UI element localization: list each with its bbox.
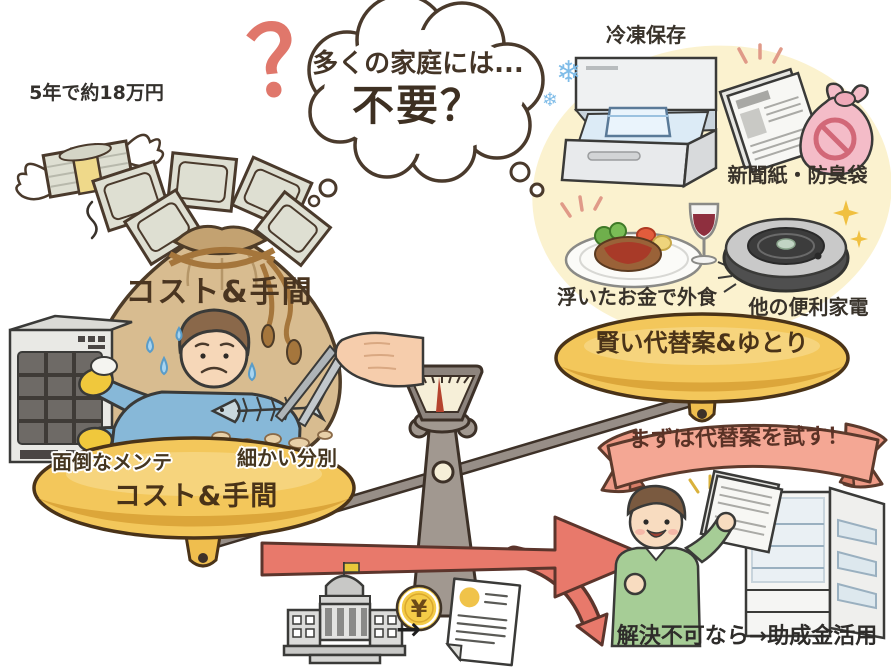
dishwasher-icon: [8, 314, 133, 464]
cost-pan: [32, 436, 356, 568]
snowflake-icon: ❄: [542, 89, 558, 111]
thought-bubble: [307, 0, 545, 208]
hand-tweezers-icon: [274, 331, 425, 428]
alternatives-pan-label: 賢い代替案&ゆとり: [595, 329, 809, 357]
ribbon-label: まずは代替案を試す！: [628, 424, 850, 453]
subsidy-document-icon: [445, 577, 522, 667]
five-year-cost-label: 5年で約18万円: [29, 82, 164, 104]
thought-line2: 不要？: [351, 81, 484, 130]
alternatives-pan: [554, 312, 850, 423]
newspaper-deodorbag-icon: [718, 43, 874, 176]
newspaper-bag-label: 新聞紙・防臭袋: [727, 163, 868, 187]
government-building-icon: [282, 562, 407, 665]
snowflake-icon: ❄: [556, 55, 582, 90]
flow-arrow: →: [396, 612, 422, 647]
question-mark: ？: [242, 0, 350, 121]
meal-wine-icon: [560, 195, 720, 289]
freezer-label: 冷凍保存: [606, 23, 686, 47]
svg-text:¥: ¥: [411, 595, 428, 623]
sorting-label: 細かい分別: [237, 446, 337, 470]
solution-arrow: [260, 515, 652, 647]
thought-line1: 多くの家庭には...: [312, 49, 524, 79]
fallback-label: 解決不可なら→助成金活用: [616, 624, 878, 649]
maintenance-label: 面倒なメンテ: [52, 450, 172, 474]
person-with-fridge-icon: [610, 469, 886, 648]
eating-out-label: 浮いたお金で外食: [557, 285, 717, 309]
freezer-icon: [560, 56, 718, 189]
robot-vacuum-icon: [717, 200, 868, 293]
bag-label: コスト&手間: [125, 275, 314, 310]
yen-coin-icon: ¥: [395, 584, 443, 632]
ribbon-banner: [597, 422, 888, 494]
other-appliances-label: 他の便利家電: [748, 295, 869, 319]
cost-pan-label: コスト&手間: [113, 481, 279, 512]
